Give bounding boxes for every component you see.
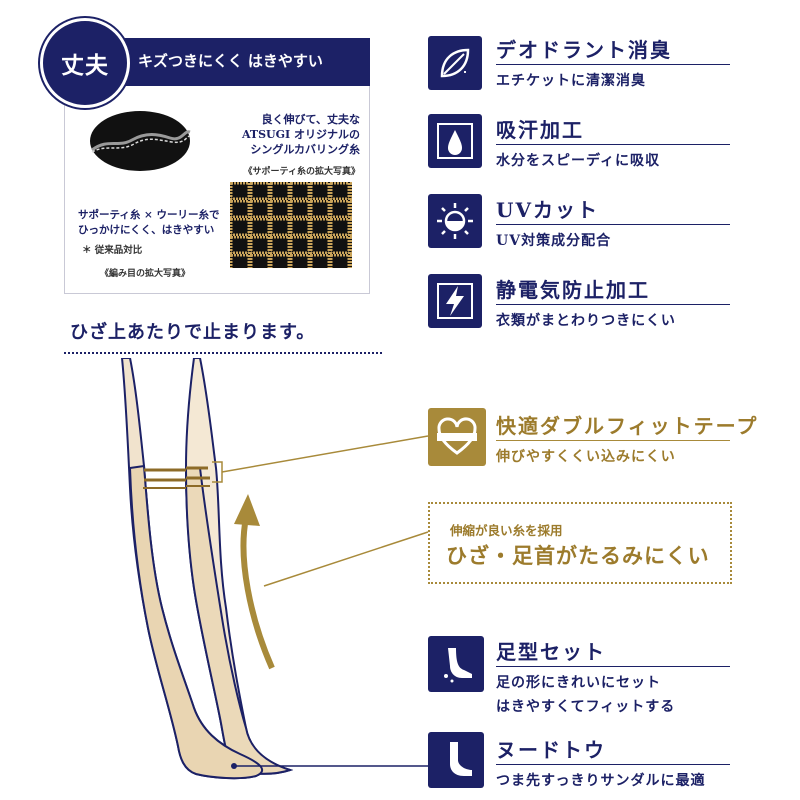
feature-sub-foot-2: はきやすくてフィットする xyxy=(496,699,676,715)
legs-illustration xyxy=(120,358,294,780)
feature-sub-deodorant: エチケットに清潔消臭 xyxy=(496,73,646,89)
mesh-description: サポーティ糸 × ウーリー糸で ひっかけにくく、はきやすい xyxy=(78,209,220,236)
feature-title-deodorant: デオドラント消臭 xyxy=(496,38,672,62)
feature-line xyxy=(496,224,730,225)
heart-tape-icon xyxy=(428,408,486,466)
compare-note: ＊ 従来品対比 xyxy=(82,245,143,256)
feature-sub-antistatic: 衣類がまとわりつきにくい xyxy=(496,313,676,329)
tape-sub: 伸びやすくくい込みにくい xyxy=(496,449,676,465)
toe-icon xyxy=(428,732,484,788)
feature-line xyxy=(496,764,730,765)
foot-icon xyxy=(428,636,484,692)
strength-badge: 丈夫 xyxy=(40,18,130,108)
feature-line xyxy=(496,64,730,65)
feature-title-antistatic: 静電気防止加工 xyxy=(496,278,650,302)
feature-sub-foot-1: 足の形にきれいにセット xyxy=(496,675,661,691)
elastic-subtitle: 伸縮が良い糸を採用 xyxy=(450,523,563,538)
feature-line xyxy=(496,666,730,667)
mesh-closeup-image xyxy=(230,182,352,268)
yarn-description: 良く伸びて、丈夫な ATSUGI オリジナルの シングルカバリング糸 xyxy=(241,113,360,156)
strength-subtitle: キズつきにくく はきやすい xyxy=(138,52,323,70)
feature-line xyxy=(496,304,730,305)
leaf-icon xyxy=(428,36,482,90)
knee-caption: ひざ上あたりで止まります。 xyxy=(70,322,316,343)
strength-badge-label: 丈夫 xyxy=(61,52,109,79)
tape-line xyxy=(496,440,730,441)
feature-title-foot: 足型セット xyxy=(496,640,606,664)
tape-title: 快適ダブルフィットテープ xyxy=(496,414,759,438)
elastic-callout xyxy=(428,502,732,584)
feature-sub-sweat: 水分をスピーディに吸収 xyxy=(496,153,661,169)
feature-title-sweat: 吸汗加工 xyxy=(496,118,584,142)
feature-sub-toe: つま先すっきりサンダルに最適 xyxy=(496,773,706,789)
lightning-icon xyxy=(428,274,482,328)
feature-title-uv: UVカット xyxy=(496,198,599,222)
feature-line xyxy=(496,144,730,145)
elastic-title: ひざ・足首がたるみにくい xyxy=(446,543,710,568)
yarn-closeup-image xyxy=(90,111,191,171)
feature-title-toe: ヌードトウ xyxy=(496,738,606,762)
dotted-divider xyxy=(64,352,382,354)
yarn-caption: 《サポーティ糸の拡大写真》 xyxy=(243,167,360,177)
drop-icon xyxy=(428,114,482,168)
feature-sub-uv: UV対策成分配合 xyxy=(496,233,612,249)
sun-icon xyxy=(428,194,482,248)
mesh-caption: 《編み目の拡大写真》 xyxy=(100,269,191,279)
